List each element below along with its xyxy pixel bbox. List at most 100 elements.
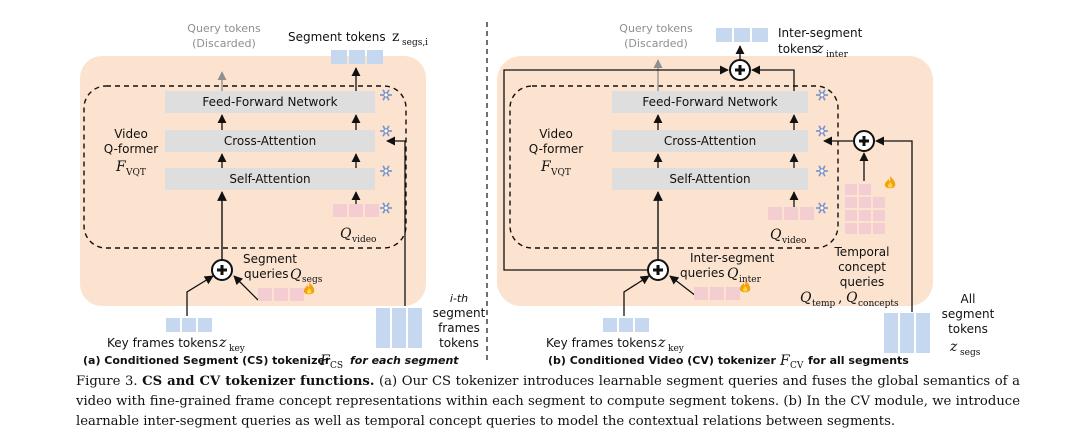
frame-tokens-arrow xyxy=(386,136,406,306)
qformer-label-line1: Video xyxy=(114,127,148,141)
all-segment-tokens-arrow xyxy=(875,136,913,312)
cross-attention-label: Cross-Attention xyxy=(224,134,316,148)
subfigure-a-tail: for each segment xyxy=(350,354,459,367)
segment-tokens-symbol: z xyxy=(392,29,399,45)
query-tokens-label: Query tokens xyxy=(619,22,693,35)
segment-queries-label-line1: Segment xyxy=(243,252,297,266)
all-tokens-symbol: z xyxy=(949,339,958,355)
inter-segment-tokens-symbol: z xyxy=(815,41,824,57)
temporal-queries-symbol1: Q xyxy=(800,290,812,306)
inter-queries-subscript: inter xyxy=(739,275,762,285)
add-circle-icon xyxy=(728,58,752,82)
inter-queries-label-line1: Inter-segment xyxy=(690,251,775,265)
temporal-queries-label-line2: concept xyxy=(838,260,886,274)
key-frames-symbol: z xyxy=(657,335,666,351)
ffn-label: Feed-Forward Network xyxy=(202,95,337,109)
add-circle-icon xyxy=(210,258,234,282)
discarded-label: (Discarded) xyxy=(624,37,688,50)
self-attention-label: Self-Attention xyxy=(229,172,310,186)
qformer-label-line2: Q-former xyxy=(104,142,158,156)
qformer-symbol: F xyxy=(540,159,552,175)
self-attention-block xyxy=(165,168,375,190)
inter-queries-label-line2: queries xyxy=(680,266,725,280)
key-frames-symbol: z xyxy=(218,335,227,351)
cross-attention-block xyxy=(612,130,808,152)
all-tokens-label-line2: segment xyxy=(942,307,995,321)
skip-connection-arrow xyxy=(503,65,729,271)
inter-segment-tokens-label-line2: tokens xyxy=(778,42,818,56)
cross-attention-block xyxy=(165,130,375,152)
segment-tokens-label: Segment tokens xyxy=(288,30,386,44)
key-frames-subscript: key xyxy=(229,344,246,354)
caption-body: (a) Our CS tokenizer introduces learnabl… xyxy=(76,374,1021,429)
caption-figure-number: Figure 3. xyxy=(76,374,138,389)
inter-queries-tokens xyxy=(694,287,740,300)
temporal-queries-label-line1: Temporal xyxy=(834,245,890,259)
key-frames-label: Key frames tokens xyxy=(107,336,218,350)
subfigure-b-symbol: F xyxy=(779,353,791,369)
inter-segment-tokens-label-line1: Inter-segment xyxy=(778,26,863,40)
self-attention-block xyxy=(612,168,808,190)
qvideo-symbol: Q xyxy=(770,227,782,243)
all-tokens-subscript: segs xyxy=(960,348,981,358)
key-frames-arrow xyxy=(186,275,214,316)
temporal-queries-label-line3: queries xyxy=(840,275,885,289)
ith-label-line1: i-th xyxy=(450,292,468,305)
segment-query-arrow xyxy=(233,275,259,301)
inter-query-arrow xyxy=(669,275,697,297)
ffn-to-add-arrow xyxy=(751,65,795,91)
figure-caption: Figure 3. CS and CV tokenizer functions.… xyxy=(76,372,1020,432)
segment-queries-symbol: Q xyxy=(290,267,302,283)
segment-tokens-output xyxy=(331,50,383,64)
self-attention-label: Self-Attention xyxy=(669,172,750,186)
add-circle-icon xyxy=(852,129,876,153)
qformer-subscript: VQT xyxy=(550,168,571,178)
all-tokens-label-line3: tokens xyxy=(948,322,988,336)
qvideo-tokens xyxy=(333,204,379,217)
cross-attention-label: Cross-Attention xyxy=(664,134,756,148)
video-qformer-boundary xyxy=(509,85,839,249)
segment-tokens-subscript: segs,i xyxy=(402,38,428,48)
qformer-label-line1: Video xyxy=(539,127,573,141)
key-frames-label: Key frames tokens xyxy=(546,336,657,350)
ith-label-line3: frames xyxy=(438,321,480,335)
qvideo-tokens xyxy=(768,207,814,220)
segment-frames-tokens xyxy=(376,308,422,348)
subfigure-a-subscript: CS xyxy=(330,361,343,370)
temporal-queries-symbol2: Q xyxy=(846,290,858,306)
key-frames-subscript: key xyxy=(668,344,685,354)
cs-tokenizer-panel: Query tokens (Discarded) Segment tokens … xyxy=(80,22,486,370)
temporal-queries-subscript1: temp xyxy=(812,299,835,309)
key-frames-tokens xyxy=(603,318,649,332)
inter-segment-tokens-subscript: inter xyxy=(826,50,849,60)
qformer-label-line2: Q-former xyxy=(529,142,583,156)
caption-title: CS and CV tokenizer functions. xyxy=(142,374,375,389)
subfigure-b-label: (b) Conditioned Video (CV) tokenizer xyxy=(548,354,776,367)
segment-queries-label-line2: queries xyxy=(244,267,289,281)
key-frames-arrow xyxy=(623,275,650,316)
inter-queries-symbol: Q xyxy=(727,266,739,282)
segment-queries-subscript: segs xyxy=(302,275,323,285)
subfigure-b-subscript: CV xyxy=(790,361,804,370)
video-qformer-boundary xyxy=(83,85,407,249)
ffn-label: Feed-Forward Network xyxy=(642,95,777,109)
ffn-block xyxy=(612,91,808,113)
subfigure-a-label: (a) Conditioned Segment (CS) tokenizer xyxy=(83,354,331,367)
temporal-queries-subscript2: concepts xyxy=(858,299,899,309)
architecture-diagram: Query tokens (Discarded) Segment tokens … xyxy=(80,22,995,370)
key-frames-tokens xyxy=(166,318,212,332)
add-circle-icon xyxy=(646,258,670,282)
ith-label-line4: tokens xyxy=(439,336,479,350)
qvideo-symbol: Q xyxy=(340,226,352,242)
temporal-concept-queries-tokens xyxy=(845,184,885,234)
all-tokens-label-line1: All xyxy=(961,292,976,306)
qformer-subscript: VQT xyxy=(125,168,146,178)
qvideo-subscript: video xyxy=(351,235,376,245)
cv-tokenizer-panel: Query tokens (Discarded) Inter-segment t… xyxy=(497,22,995,370)
ith-label-line2: segment xyxy=(433,306,486,320)
subfigure-a-symbol: F xyxy=(319,353,331,369)
inter-segment-tokens-output xyxy=(716,28,768,42)
subfigure-b-tail: for all segments xyxy=(808,354,909,367)
qformer-symbol: F xyxy=(115,159,127,175)
all-segment-tokens xyxy=(884,313,930,353)
